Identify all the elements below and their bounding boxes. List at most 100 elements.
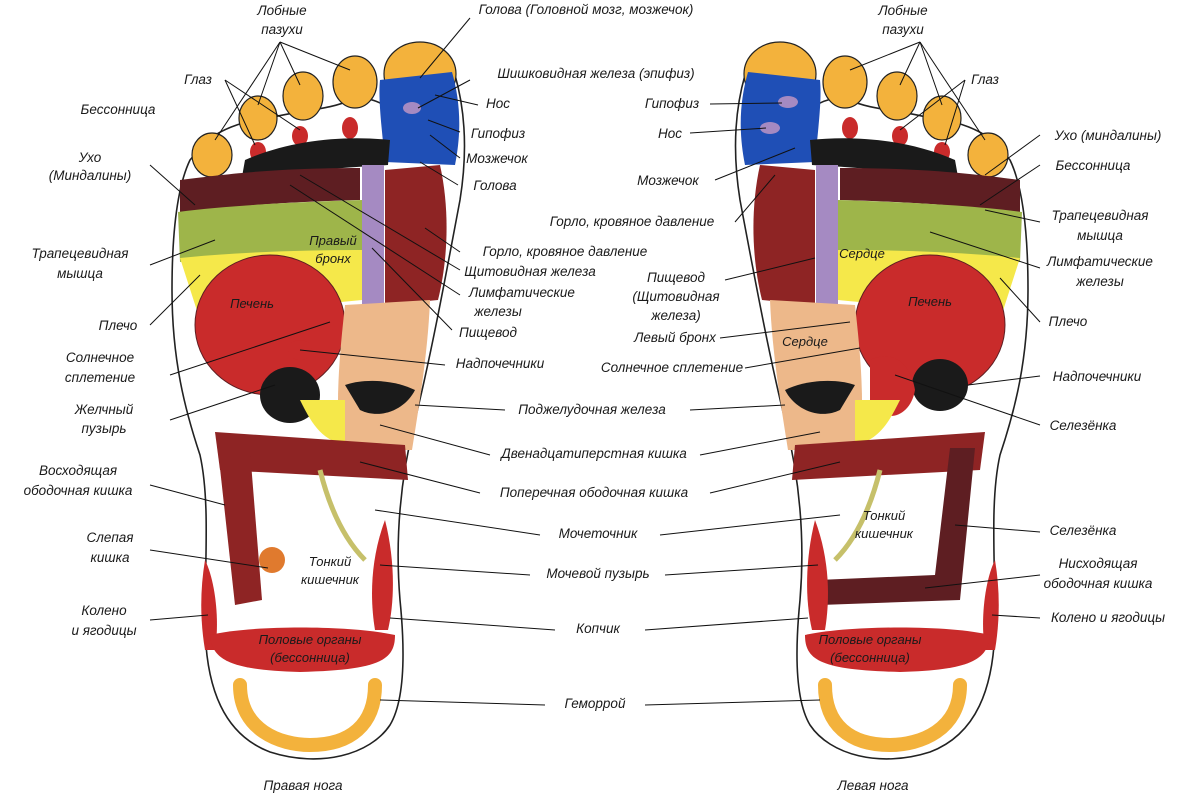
right-genitals-zone: [210, 627, 395, 672]
label-head-r: Голова: [473, 178, 517, 193]
right-toe-5: [191, 132, 233, 178]
right-eye-spot-2: [292, 126, 308, 146]
right-transverse-colon: [215, 432, 408, 480]
label-ear-r: Ухо: [78, 150, 102, 165]
inner-genitals-r2: (бессонница): [270, 650, 350, 665]
inner-small-int-r2: кишечник: [301, 572, 360, 587]
label-knee-l: Колено и ягодицы: [1051, 610, 1165, 625]
label-esophagus-l: Пищевод: [647, 270, 706, 285]
label-pancreas: Поджелудочная железа: [518, 402, 666, 417]
label-duodenum: Двенадцатиперстная кишка: [499, 446, 687, 461]
inner-genitals-r: Половые органы: [259, 632, 362, 647]
right-ascending-colon: [218, 450, 262, 605]
label-insomnia-l: Бессонница: [1056, 158, 1131, 173]
right-coccyx-zone: [372, 520, 393, 630]
left-head-zone: [740, 72, 821, 165]
label-spleen-top-l: Селезёнка: [1050, 418, 1117, 433]
right-yellow-lower: [300, 400, 345, 445]
left-knee-zone: [983, 560, 999, 650]
left-adrenal-black: [912, 359, 968, 411]
label-frontal-sinuses-l: Лобные: [877, 3, 927, 18]
leader-lines: [149, 17, 1041, 706]
right-toe-4: [238, 95, 278, 141]
left-ureter: [833, 469, 883, 562]
left-throat-zone: [753, 165, 815, 305]
label-pineal: Шишковидная железа (эпифиз): [497, 66, 694, 81]
left-pituitary-dot: [760, 122, 780, 134]
label-shoulder-r: Плечо: [99, 318, 138, 333]
left-coccyx-zone: [807, 520, 828, 630]
right-maroon-band: [180, 168, 360, 215]
inner-genitals-l: Половые органы: [819, 632, 922, 647]
label-throat-bp-r: Горло, кровяное давление: [483, 244, 648, 259]
label-cerebellum-l: Мозжечок: [637, 173, 699, 188]
left-genitals-zone: [805, 627, 990, 672]
label-bladder: Мочевой пузырь: [546, 566, 649, 581]
right-green-band: [178, 200, 362, 262]
label-cecum-r: Слепая: [86, 530, 133, 545]
left-esophagus: [816, 165, 838, 305]
label-frontal-sinuses-r2: пазухи: [261, 22, 303, 37]
left-transverse-colon: [792, 432, 985, 480]
left-toe-2: [822, 55, 868, 109]
label-lymph-r: Лимфатические: [468, 285, 575, 300]
label-trapezius-r: Трапецевидная: [32, 246, 129, 261]
label-pituitary-r: Гипофиз: [471, 126, 525, 141]
left-descending-colon: [818, 448, 975, 605]
label-cerebellum-r: Мозжечок: [466, 151, 528, 166]
label-adrenals-r: Надпочечники: [456, 356, 545, 371]
label-frontal-sinuses-r: Лобные: [256, 3, 306, 18]
left-hemorrhoids: [818, 678, 967, 753]
inner-right-bronchus-2: бронх: [315, 251, 351, 266]
right-throat-zone: [385, 165, 447, 305]
left-pancreas: [785, 380, 855, 414]
label-eye-l: Глаз: [971, 72, 999, 87]
inner-small-int-l2: кишечник: [855, 526, 914, 541]
inner-heart-top-l: Сердце: [839, 246, 885, 261]
inner-genitals-l2: (бессонница): [830, 650, 910, 665]
left-stomach: [770, 300, 863, 450]
left-foot-labels: Лобные пазухи Глаз Ухо (миндалины) Бессо…: [837, 3, 1166, 793]
right-eye-spot-1: [342, 117, 358, 139]
left-yellow-lower: [855, 400, 900, 445]
right-head-zone: [379, 72, 460, 165]
label-lymph-l: Лимфатические: [1046, 254, 1153, 269]
left-pineal-dot: [778, 96, 798, 108]
label-frontal-sinuses-l2: пазухи: [882, 22, 924, 37]
label-shoulder-l: Плечо: [1049, 314, 1088, 329]
inner-small-int-r: Тонкий: [309, 554, 352, 569]
left-eye-spot-1: [842, 117, 858, 139]
left-foot-inner-labels: Сердце Печень Сердце Тонкий кишечник Пол…: [782, 246, 952, 665]
left-eye-spot-2: [892, 126, 908, 146]
right-pancreas: [345, 380, 415, 414]
right-foot-inner-labels: Правый бронх Печень Тонкий кишечник Поло…: [230, 233, 362, 665]
label-esophagus-l3: железа): [650, 308, 700, 323]
label-nose-l: Нос: [658, 126, 682, 141]
left-green-band: [838, 200, 1022, 262]
label-cecum-r2: кишка: [91, 550, 130, 565]
left-toe-4: [922, 95, 962, 141]
left-maroon-band: [840, 168, 1020, 215]
left-toe-3: [876, 71, 918, 121]
label-descending-l2: ободочная кишка: [1044, 576, 1153, 591]
right-knee-zone: [201, 560, 217, 650]
inner-liver-r: Печень: [230, 296, 274, 311]
label-ascending-r2: ободочная кишка: [24, 483, 133, 498]
left-toe-5: [967, 132, 1009, 178]
label-knee-r2: и ягодицы: [71, 623, 136, 638]
label-solar-plexus-l: Солнечное сплетение: [601, 360, 743, 375]
right-cecum: [259, 547, 285, 573]
label-gallbladder-r2: пузырь: [82, 421, 127, 436]
label-left-bronchus: Левый бронх: [633, 330, 717, 345]
label-solar-plexus-r2: сплетение: [65, 370, 135, 385]
right-foot-labels: Лобные пазухи Глаз Бессонница Ухо (Минда…: [24, 3, 343, 793]
inner-small-int-l: Тонкий: [863, 508, 906, 523]
label-thyroid: Щитовидная железа: [464, 264, 596, 279]
right-stomach: [337, 300, 430, 450]
label-hemorrhoids: Геморрой: [565, 696, 626, 711]
label-trapezius-l: Трапецевидная: [1052, 208, 1149, 223]
label-descending-l: Нисходящая: [1059, 556, 1138, 571]
label-coccyx: Копчик: [576, 621, 620, 636]
inner-liver-l: Печень: [908, 294, 952, 309]
